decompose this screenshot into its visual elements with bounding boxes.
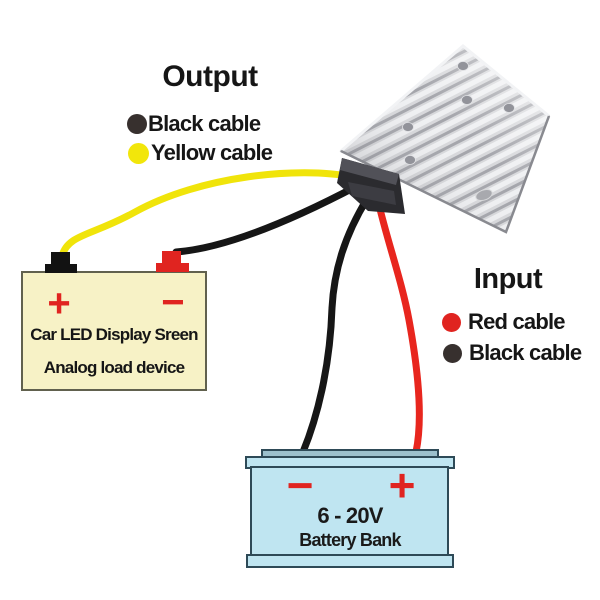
- load-positive-symbol: +: [47, 281, 71, 326]
- converter-module-icon: [339, 44, 551, 234]
- load-device-label-line2: Analog load device: [43, 358, 185, 377]
- input-legend-red: Red cable: [442, 309, 566, 335]
- output-title: Output: [162, 60, 258, 93]
- load-device-box: [21, 251, 207, 391]
- input-legend-black: Black cable: [443, 340, 582, 366]
- converter-screw-holes: [402, 61, 515, 202]
- black-cable-dot-icon: [443, 343, 462, 363]
- battery-voltage-label: 6 - 20V: [317, 503, 383, 528]
- load-terminal-negative: [156, 251, 189, 272]
- output-yellow-label: Yellow cable: [151, 140, 273, 165]
- load-device-body: [21, 271, 207, 391]
- load-terminal-positive: [45, 252, 77, 273]
- battery-negative-symbol: −: [286, 459, 314, 512]
- output-black-label: Black cable: [148, 111, 261, 136]
- output-yellow-wire: [58, 169, 357, 260]
- output-black-wire: [172, 182, 361, 256]
- black-cable-dot-icon: [127, 114, 147, 134]
- output-legend-black: Black cable: [127, 111, 261, 137]
- red-cable-dot-icon: [442, 312, 461, 332]
- input-black-label: Black cable: [469, 340, 582, 365]
- converter-wire-connector: [337, 158, 405, 214]
- wires: [58, 169, 423, 456]
- battery-base: [246, 554, 454, 568]
- output-legend-yellow: Yellow cable: [128, 140, 273, 166]
- battery-name-label: Battery Bank: [299, 530, 401, 550]
- load-device-label-line1: Car LED Display Sreen: [30, 325, 198, 344]
- battery-positive-symbol: +: [388, 459, 416, 512]
- battery-body: [250, 466, 449, 557]
- converter-heatsink-lighting: [341, 46, 549, 232]
- input-red-wire: [375, 201, 423, 456]
- load-negative-symbol: −: [161, 280, 185, 325]
- input-red-label: Red cable: [468, 309, 566, 334]
- battery-bank-box: [245, 449, 455, 568]
- input-title: Input: [473, 263, 543, 295]
- yellow-cable-dot-icon: [128, 142, 149, 164]
- converter-highlight-edge: [340, 44, 550, 153]
- input-black-wire: [299, 195, 371, 456]
